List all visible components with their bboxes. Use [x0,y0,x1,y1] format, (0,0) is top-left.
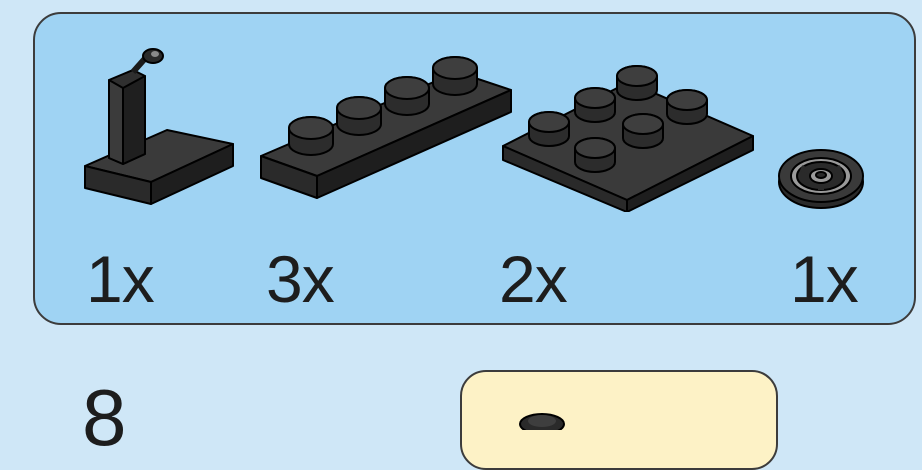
brick-piece-icon [512,410,572,430]
step-number: 8 [82,378,127,458]
subassembly-panel [460,370,778,470]
plate-1x4-icon [257,52,521,202]
steering-wheel-icon [771,142,875,216]
plate-with-joystick-icon [83,48,243,218]
plate-2x3-icon [499,52,759,212]
part-quantity: 2x [499,246,567,312]
part-quantity: 3x [266,246,334,312]
part-quantity: 1x [790,246,858,312]
part-quantity: 1x [86,246,154,312]
parts-list-panel: 1x 3x 2x 1x [33,12,916,325]
